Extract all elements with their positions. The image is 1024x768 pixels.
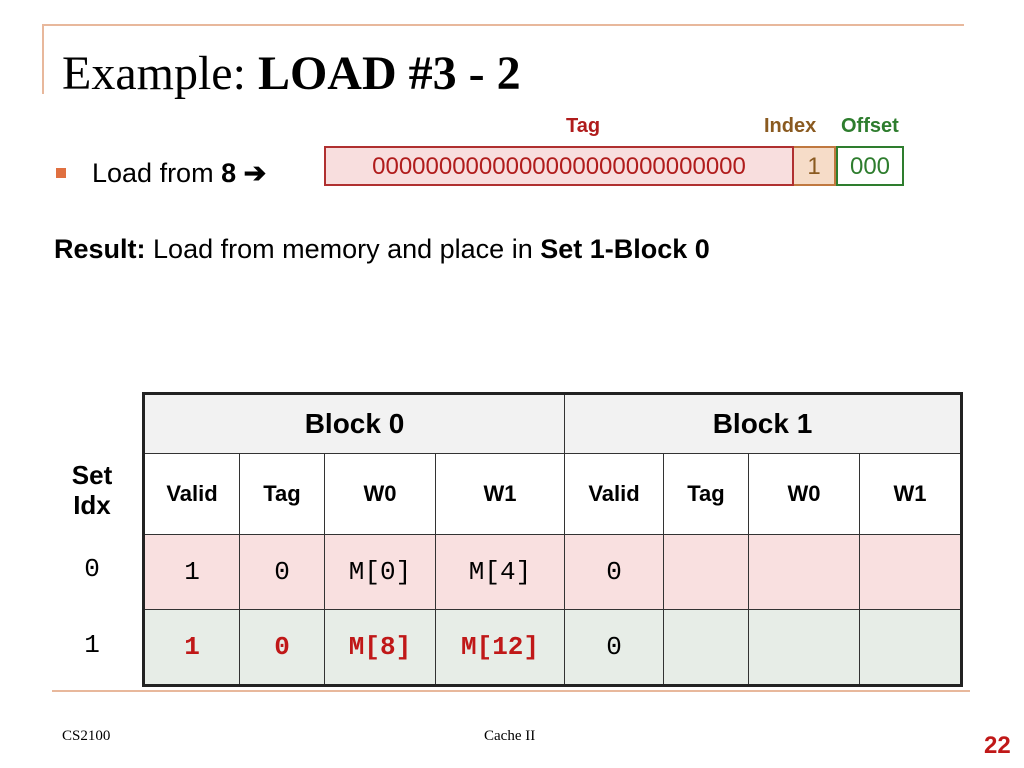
cell-tag: [663, 534, 749, 610]
set-idx-label-line2: Idx: [73, 490, 111, 520]
bullet-line: Load from 8 ➔: [92, 156, 266, 190]
cell-tag: 0: [239, 534, 325, 610]
address-tag-bits: 0000000000000000000000000000: [324, 146, 794, 186]
title-main: LOAD #3 - 2: [257, 47, 521, 100]
result-line: Result: Load from memory and place in Se…: [54, 232, 710, 266]
footer-divider: [52, 690, 970, 692]
col-header-w0-1: W0: [748, 453, 860, 535]
set-idx-label: Set Idx: [52, 460, 132, 520]
cell-w1: [859, 534, 962, 610]
col-header-w0-0: W0: [324, 453, 436, 535]
bullet-text: Load from: [92, 158, 214, 188]
cell-valid: 1: [143, 609, 240, 686]
address-offset-bits: 000: [836, 146, 904, 186]
result-target: Set 1-Block 0: [540, 234, 710, 264]
cache-table: Block 0 Block 1 Valid Tag W0 W1 Valid Ta…: [142, 392, 963, 687]
bullet-icon: [56, 168, 66, 178]
cell-w0: [748, 534, 860, 610]
cell-valid: 0: [564, 609, 664, 686]
footer-topic: Cache II: [484, 728, 536, 744]
page-number: 22: [984, 732, 1011, 759]
cell-w1: M[4]: [435, 534, 565, 610]
footer-course: CS2100: [62, 728, 111, 744]
col-header-w1-0: W1: [435, 453, 565, 535]
table-row: 1 0 M[0] M[4] 0: [143, 534, 962, 610]
slide-frame-left: [42, 24, 44, 94]
cell-w1: M[12]: [435, 609, 565, 686]
cell-w0: [748, 609, 860, 686]
col-header-tag-1: Tag: [663, 453, 749, 535]
offset-field-label: Offset: [841, 115, 899, 137]
address-index-bits: 1: [794, 146, 836, 186]
col-header-valid-0: Valid: [143, 453, 240, 535]
col-header-tag-0: Tag: [239, 453, 325, 535]
set-idx-label-line1: Set: [71, 460, 113, 490]
set-index-1: 1: [84, 630, 100, 660]
col-header-valid-1: Valid: [564, 453, 664, 535]
index-field-label: Index: [764, 115, 817, 137]
cell-valid: 1: [143, 534, 240, 610]
result-label: Result:: [54, 234, 146, 264]
block-header-1: Block 1: [564, 393, 962, 454]
set-index-0: 0: [84, 554, 100, 584]
tag-field-label: Tag: [566, 115, 601, 137]
cell-tag: 0: [239, 609, 325, 686]
result-text: Load from memory and place in: [153, 234, 533, 264]
right-arrow-icon: ➔: [243, 158, 267, 188]
block-header-0: Block 0: [143, 393, 565, 454]
slide-title: Example: LOAD #3 - 2: [62, 44, 521, 104]
col-header-w1-1: W1: [859, 453, 962, 535]
slide-frame-top: [42, 24, 964, 26]
cell-w0: M[0]: [324, 534, 436, 610]
cell-tag: [663, 609, 749, 686]
title-prefix: Example:: [62, 47, 246, 100]
bullet-value: 8: [221, 158, 237, 188]
table-row: 1 0 M[8] M[12] 0: [143, 609, 962, 686]
cell-w1: [859, 609, 962, 686]
cell-w0: M[8]: [324, 609, 436, 686]
cell-valid: 0: [564, 534, 664, 610]
